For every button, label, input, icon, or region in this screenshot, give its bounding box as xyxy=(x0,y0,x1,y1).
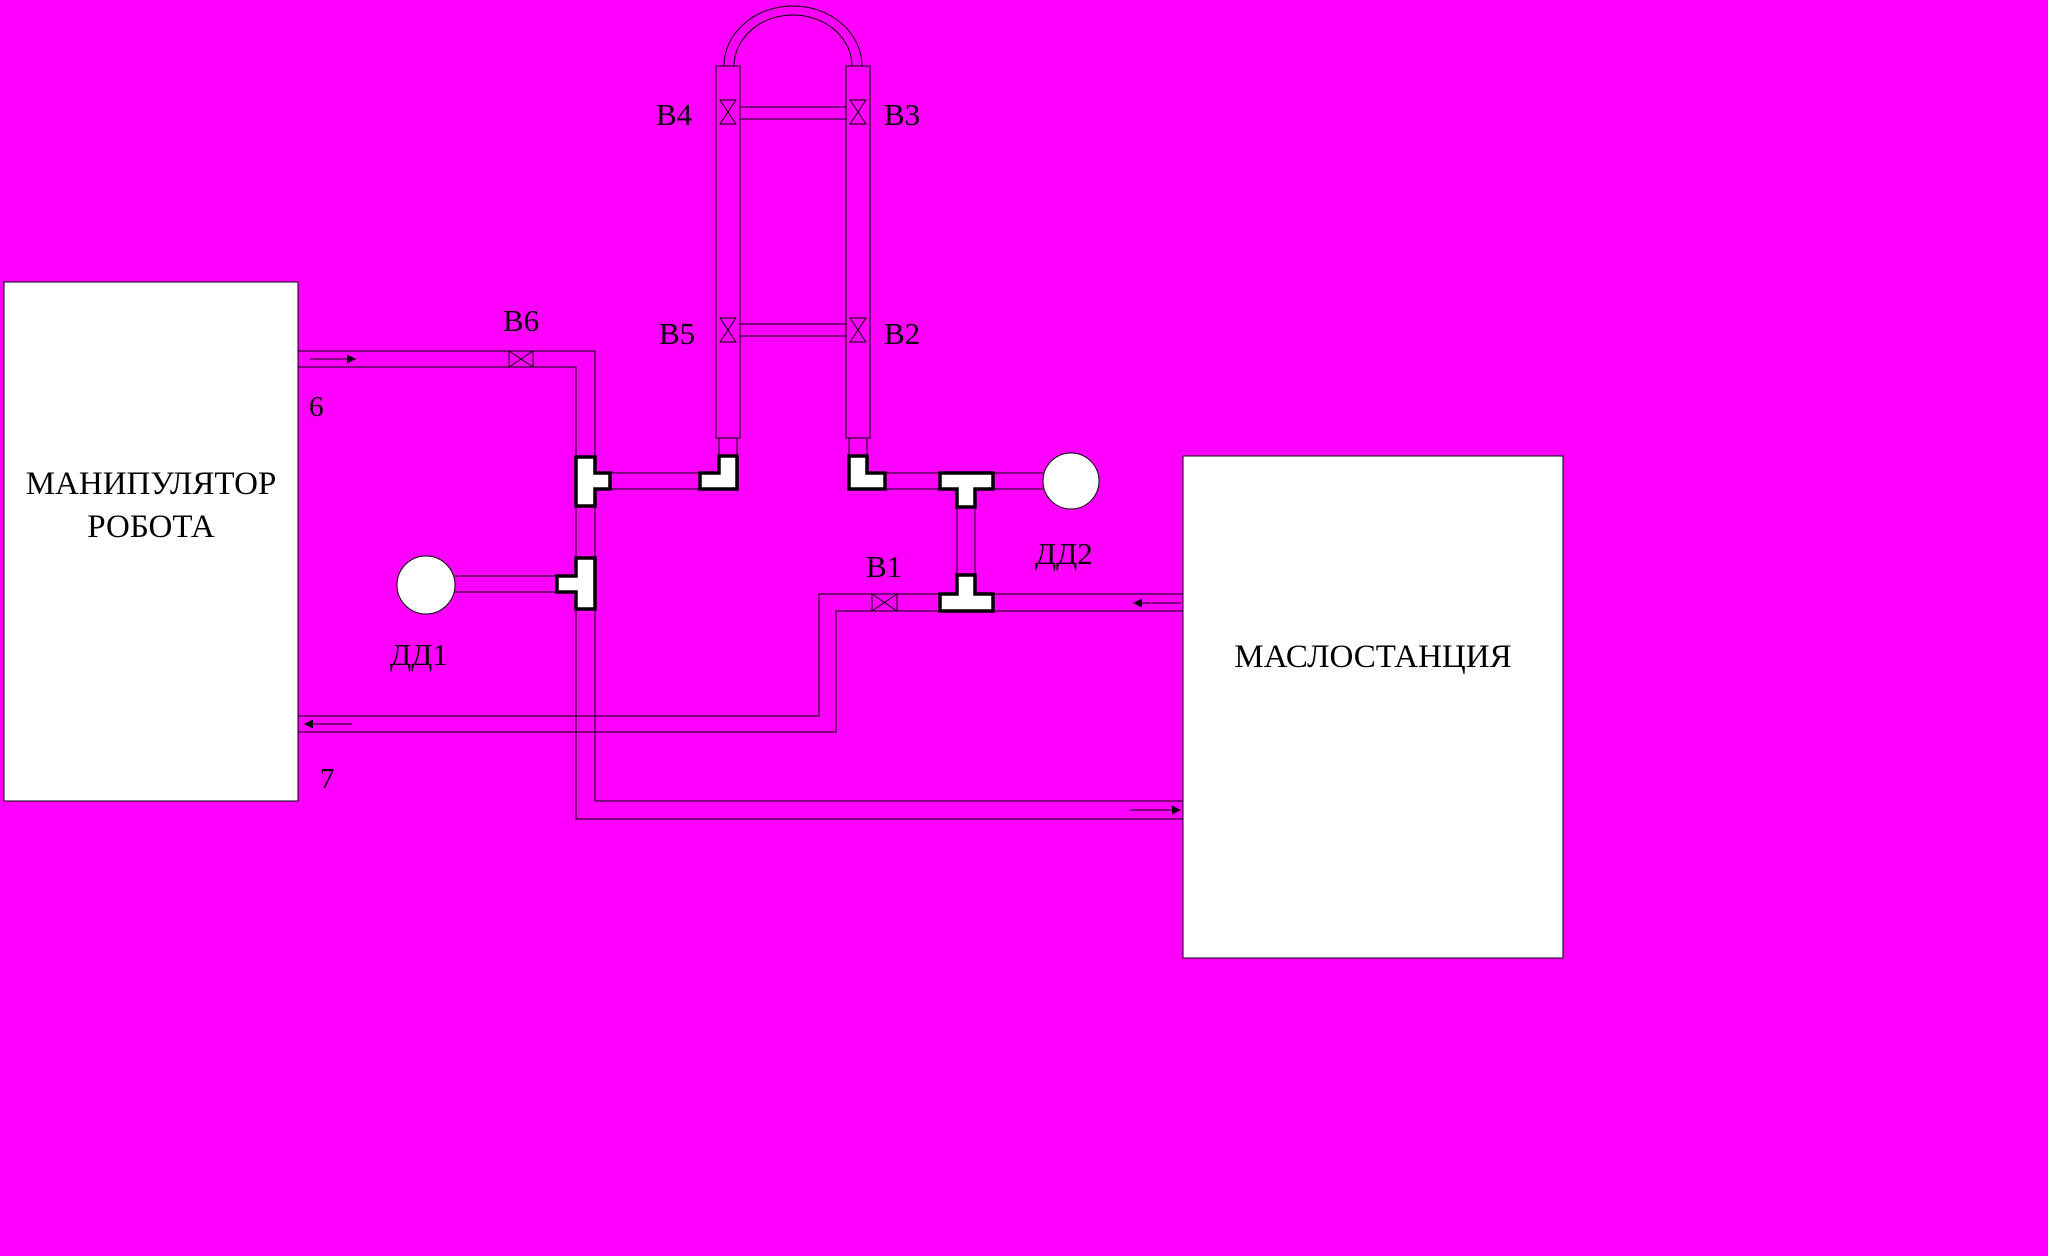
valve-b3-label: В3 xyxy=(884,97,920,132)
sensor-dd1-circle xyxy=(396,555,456,615)
pipe-6-inner xyxy=(298,366,577,457)
pipe-7-outer xyxy=(298,593,1183,717)
pipe-return-outer xyxy=(575,609,1183,820)
tee-fitting-upper-right xyxy=(938,471,995,509)
valve-b2-label: В2 xyxy=(884,316,920,351)
valve-b3-symbol xyxy=(849,99,867,125)
labels: В6 В4 В3 В5 В2 В1 ДД1 ДД2 6 7 xyxy=(309,97,1093,795)
flow-arrows xyxy=(304,354,1181,815)
valve-b1-label: В1 xyxy=(866,549,902,584)
oil-station-block: МАСЛОСТАНЦИЯ xyxy=(1182,455,1564,959)
valve-b5-label: В5 xyxy=(659,316,695,351)
valve-b4-label: В4 xyxy=(656,97,693,132)
valve-b6-label: В6 xyxy=(503,303,539,338)
pressure-sensors xyxy=(396,452,1100,615)
valve-b2-symbol xyxy=(849,317,867,343)
valve-symbols xyxy=(508,99,898,612)
elbow-fitting-right xyxy=(847,454,887,491)
manipulator-block: МАНИПУЛЯТОР РОБОТА xyxy=(3,281,299,802)
valve-b1-symbol xyxy=(871,593,898,612)
valve-b6-symbol xyxy=(508,350,534,368)
tee-fitting-lower-right xyxy=(938,573,995,613)
fittings xyxy=(555,454,995,613)
valve-b4-symbol xyxy=(719,99,737,125)
port-6-label: 6 xyxy=(309,391,324,423)
pipe-7-inner xyxy=(298,610,1183,733)
pipe-6-outer xyxy=(298,350,596,457)
pipes xyxy=(298,350,1183,820)
u-loop xyxy=(715,5,871,457)
manipulator-label-line2: РОБОТА xyxy=(87,509,215,545)
tee-fitting-upper-left xyxy=(574,455,612,508)
oil-station-label: МАСЛОСТАНЦИЯ xyxy=(1234,639,1511,675)
tee-fitting-lower-left xyxy=(555,556,597,611)
manipulator-label-line1: МАНИПУЛЯТОР xyxy=(26,466,277,502)
elbow-fitting-left xyxy=(698,454,739,491)
port-7-label: 7 xyxy=(320,763,335,795)
sensor-dd1-label: ДД1 xyxy=(390,637,448,672)
sensor-dd2-label: ДД2 xyxy=(1035,536,1093,571)
hydraulic-scheme: МАНИПУЛЯТОР РОБОТА МАСЛОСТАНЦИЯ xyxy=(3,5,1564,959)
sensor-dd2-circle xyxy=(1042,452,1100,510)
valve-b5-symbol xyxy=(719,317,737,343)
pipe-return-inner xyxy=(594,609,1183,802)
